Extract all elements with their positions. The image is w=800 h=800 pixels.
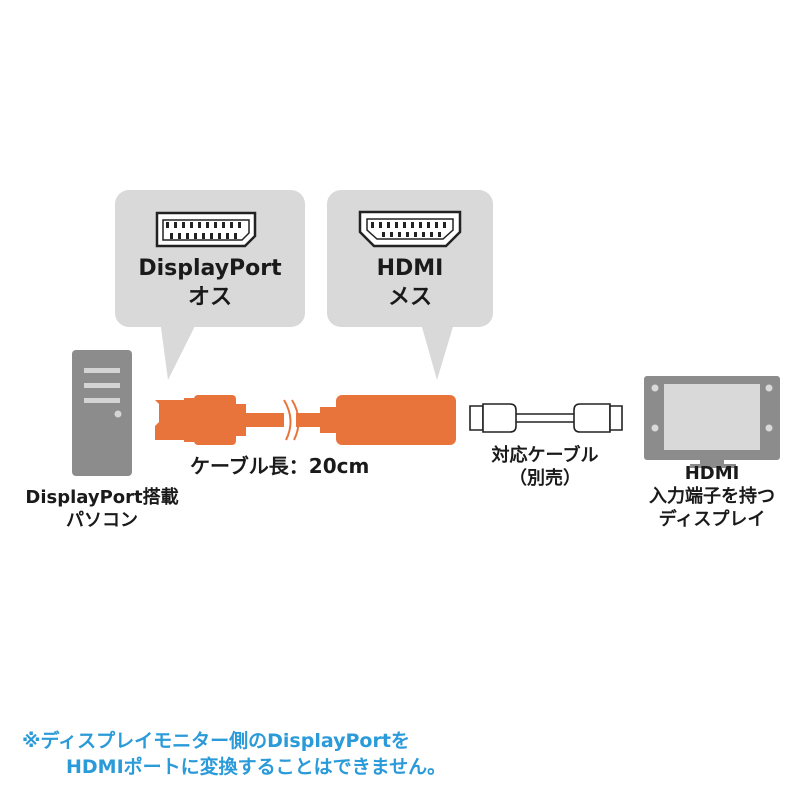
displayport-callout-title: DisplayPort: [138, 256, 282, 281]
caution-note: ※ディスプレイモニター側のDisplayPortを HDMIポートに変換すること…: [22, 728, 446, 780]
compatible-cable-title: 対応ケーブル: [491, 445, 599, 466]
displayport-connector-icon: [155, 211, 257, 248]
hdmi-connector-icon: [358, 210, 462, 248]
caution-note-line1: ※ディスプレイモニター側のDisplayPortを: [22, 730, 410, 752]
display-label: HDMI 入力端子を持つ ディスプレイ: [630, 462, 794, 531]
display-label-line2: 入力端子を持つ: [649, 486, 775, 508]
hdmi-callout-text: HDMI メス: [327, 254, 493, 312]
display-label-line1: HDMI: [684, 463, 740, 484]
hdmi-callout-subtitle: メス: [387, 285, 432, 311]
hdmi-cable: [469, 403, 623, 433]
pc-tower-icon: [72, 350, 132, 476]
pc-label: DisplayPort搭載 パソコン: [4, 486, 200, 532]
displayport-callout-subtitle: オス: [187, 285, 232, 311]
compatible-cable-label: 対応ケーブル （別売）: [470, 444, 620, 490]
cable-length-label: ケーブル長：20cm: [190, 454, 370, 478]
compatible-cable-note: （別売）: [509, 468, 581, 490]
monitor-icon: [644, 376, 780, 468]
hdmi-callout-title: HDMI: [376, 256, 444, 281]
adapter-cable: [155, 395, 456, 445]
pc-label-line1: DisplayPort搭載: [25, 487, 179, 508]
caution-note-line2: HDMIポートに変換することはできません。: [66, 756, 447, 779]
pc-label-line2: パソコン: [66, 510, 138, 532]
display-label-line3: ディスプレイ: [658, 509, 766, 531]
displayport-callout-text: DisplayPort オス: [115, 254, 305, 312]
